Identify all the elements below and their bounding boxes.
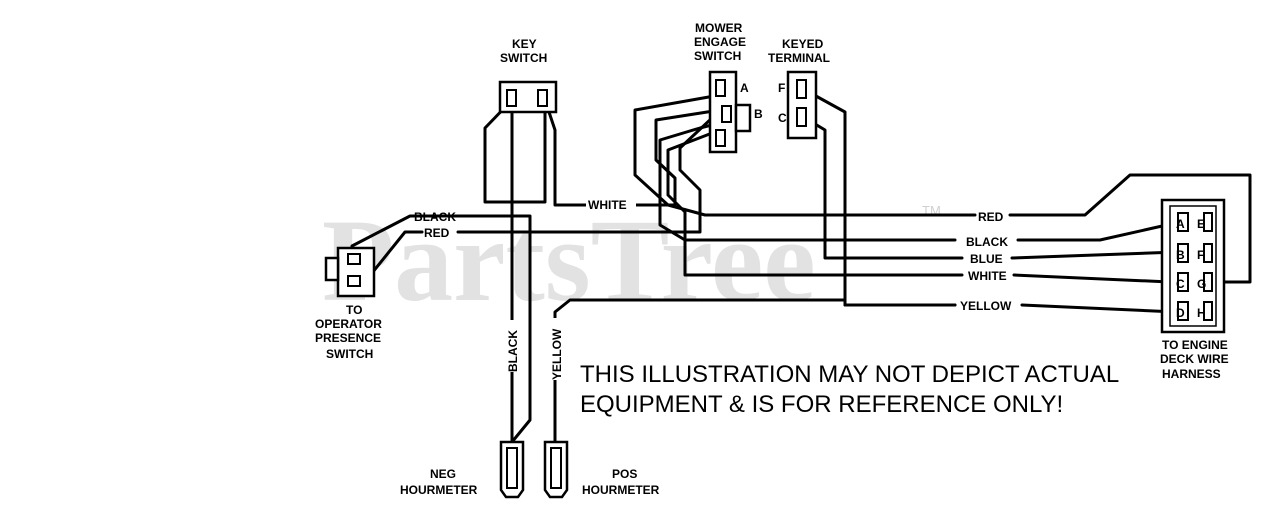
key-switch-label-2: SWITCH [500,51,547,65]
operator-presence-connector: TO OPERATOR PRESENCE SWITCH [315,246,382,361]
label-black-vertical: BLACK [506,330,520,372]
deck-pin-h: H [1197,306,1206,320]
deck-pin-c: C [1176,277,1185,291]
wire-black-right [658,116,1182,242]
label-yellow-vertical: YELLOW [550,328,564,380]
keyed-terminal-label-1: KEYED [782,37,824,51]
operator-label-3: PRESENCE [315,331,381,345]
wire-black-to-red-branch [488,214,532,302]
mower-engage-label-1: MOWER [695,21,743,35]
disclaimer-line-1: THIS ILLUSTRATION MAY NOT DEPICT ACTUAL [580,361,1119,388]
pos-hourmeter-label-1: POS [612,467,637,481]
label-black-right: BLACK [966,235,1008,249]
label-white-right: WHITE [968,269,1007,283]
deck-pin-f: F [1197,248,1204,262]
neg-hourmeter-terminal: NEG HOURMETER [400,440,525,499]
wire-white-top [543,98,722,207]
wire-red-right [633,93,1252,284]
deck-pin-b: B [1176,248,1185,262]
keyed-terminal-label-2: TERMINAL [768,51,830,65]
neg-hourmeter-label-2: HOURMETER [400,483,478,497]
key-switch-label-1: KEY [512,37,537,51]
mower-pin-b: B [754,107,763,121]
mower-engage-label-2: ENGAGE [694,35,746,49]
deck-pin-d: D [1176,306,1185,320]
mower-engage-switch: MOWER ENGAGE SWITCH A B [694,21,763,154]
deck-pin-e: E [1197,217,1205,231]
mower-pin-a: A [740,81,749,95]
label-white-top: WHITE [588,198,627,212]
mower-engage-label-3: SWITCH [694,49,741,63]
deck-label-2: DECK WIRE [1160,352,1229,366]
operator-label-2: OPERATOR [315,317,382,331]
label-red-left: RED [424,226,450,240]
label-red-right: RED [978,210,1004,224]
operator-label-1: TO [346,303,362,317]
deck-label-3: HARNESS [1162,367,1221,381]
label-yellow-right: YELLOW [960,299,1012,313]
keyed-terminal: KEYED TERMINAL F C [768,37,830,140]
operator-label-4: SWITCH [326,347,373,361]
pos-hourmeter-terminal: POS HOURMETER [543,440,660,499]
pos-hourmeter-label-2: HOURMETER [582,483,660,497]
disclaimer-line-2: EQUIPMENT & IS FOR REFERENCE ONLY! [580,391,1063,418]
label-blue-right: BLUE [970,252,1003,266]
deck-label-1: TO ENGINE [1162,338,1228,352]
wires [350,88,1252,444]
keyed-pin-f: F [778,81,785,95]
wire-key-loop [483,98,547,204]
neg-hourmeter-label-1: NEG [430,467,456,481]
label-black-left: BLACK [414,210,456,224]
wire-white-right [666,128,1172,284]
deck-harness-connector: A E B F C G D H TO ENGINE DECK WIRE HARN… [1160,198,1229,381]
deck-pin-g: G [1197,277,1206,291]
wire-labels: WHITE BLACK RED RED BLACK BLUE WHITE YEL… [414,196,1012,380]
wire-neg-junction [510,298,532,444]
watermark: PartsTree [322,195,816,326]
deck-pin-a: A [1176,217,1185,231]
key-switch: KEY SWITCH [498,37,558,114]
keyed-pin-c: C [778,111,787,125]
